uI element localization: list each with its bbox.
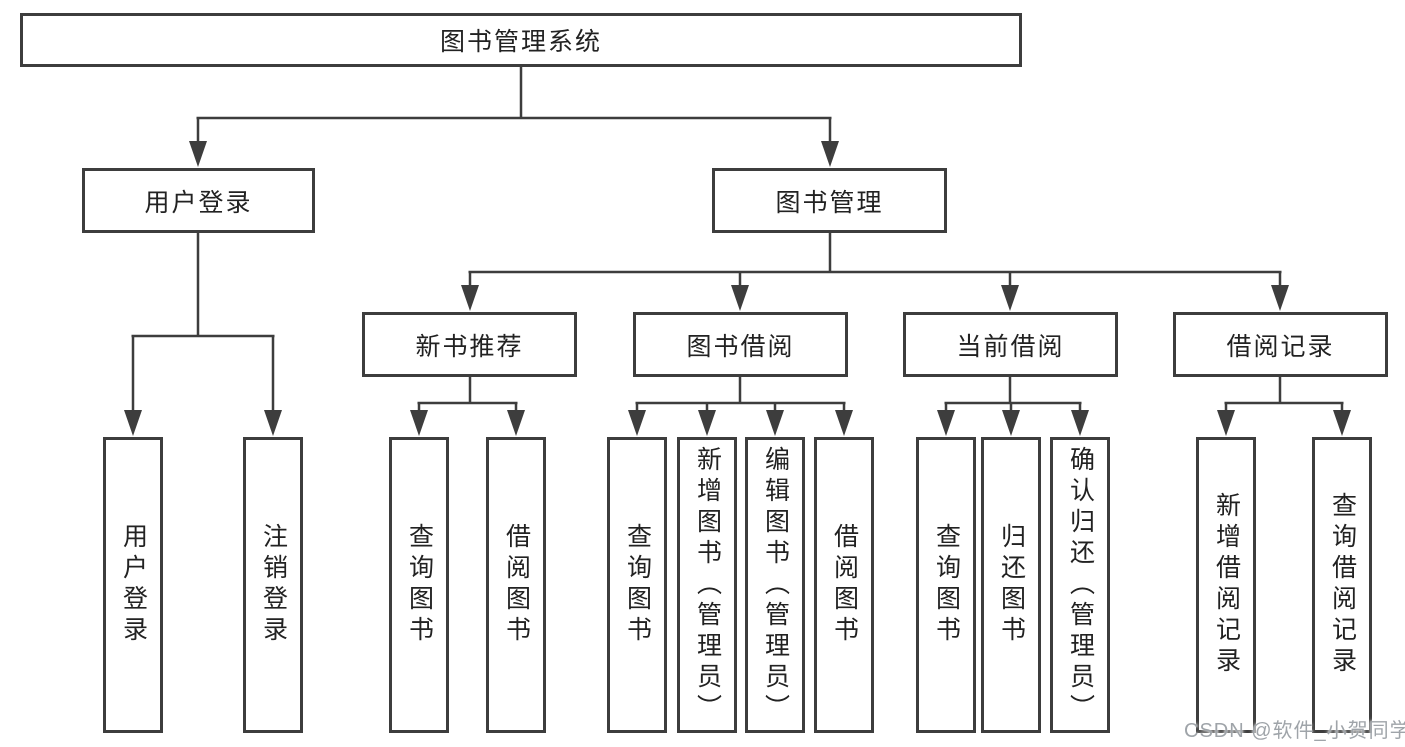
leaf-label: 确认归还（管理员） xyxy=(1066,445,1095,725)
leaf-label: 注销登录 xyxy=(259,523,288,647)
leaf-add-books-admin: 新增图书（管理员） xyxy=(677,437,737,733)
leaf-logout: 注销登录 xyxy=(243,437,303,733)
leaf-label: 编辑图书（管理员） xyxy=(761,445,790,725)
leaf-label: 归还图书 xyxy=(997,523,1026,647)
leaf-return-books: 归还图书 xyxy=(981,437,1041,733)
arrow-down-icons xyxy=(124,141,1351,436)
node-new-book-recommend: 新书推荐 xyxy=(362,312,577,377)
leaf-label: 新增图书（管理员） xyxy=(693,445,722,725)
leaf-label: 借阅图书 xyxy=(502,523,531,647)
leaf-label: 查询图书 xyxy=(932,523,961,647)
leaf-borrow-books-recommend: 借阅图书 xyxy=(486,437,546,733)
leaf-query-borrow-record: 查询借阅记录 xyxy=(1312,437,1372,733)
node-borrow-records: 借阅记录 xyxy=(1173,312,1388,377)
leaf-query-books-borrow: 查询图书 xyxy=(607,437,667,733)
node-root-system: 图书管理系统 xyxy=(20,13,1022,67)
node-book-management: 图书管理 xyxy=(712,168,947,233)
leaf-label: 新增借阅记录 xyxy=(1212,492,1241,678)
node-book-borrowing: 图书借阅 xyxy=(633,312,848,377)
leaf-query-books-current: 查询图书 xyxy=(916,437,976,733)
leaf-user-login: 用户登录 xyxy=(103,437,163,733)
leaf-confirm-return-admin: 确认归还（管理员） xyxy=(1050,437,1110,733)
tree-edges xyxy=(131,67,1344,418)
leaf-label: 借阅图书 xyxy=(830,523,859,647)
leaf-label: 查询借阅记录 xyxy=(1328,492,1357,678)
node-user-login: 用户登录 xyxy=(82,168,315,233)
leaf-edit-books-admin: 编辑图书（管理员） xyxy=(745,437,805,733)
leaf-borrow-books: 借阅图书 xyxy=(814,437,874,733)
leaf-label: 查询图书 xyxy=(623,523,652,647)
leaf-add-borrow-record: 新增借阅记录 xyxy=(1196,437,1256,733)
leaf-query-books-recommend: 查询图书 xyxy=(389,437,449,733)
leaf-label: 查询图书 xyxy=(405,523,434,647)
csdn-watermark: CSDN @软件_小贺同学 xyxy=(1184,720,1405,742)
leaf-label: 用户登录 xyxy=(119,523,148,647)
node-current-borrowing: 当前借阅 xyxy=(903,312,1118,377)
